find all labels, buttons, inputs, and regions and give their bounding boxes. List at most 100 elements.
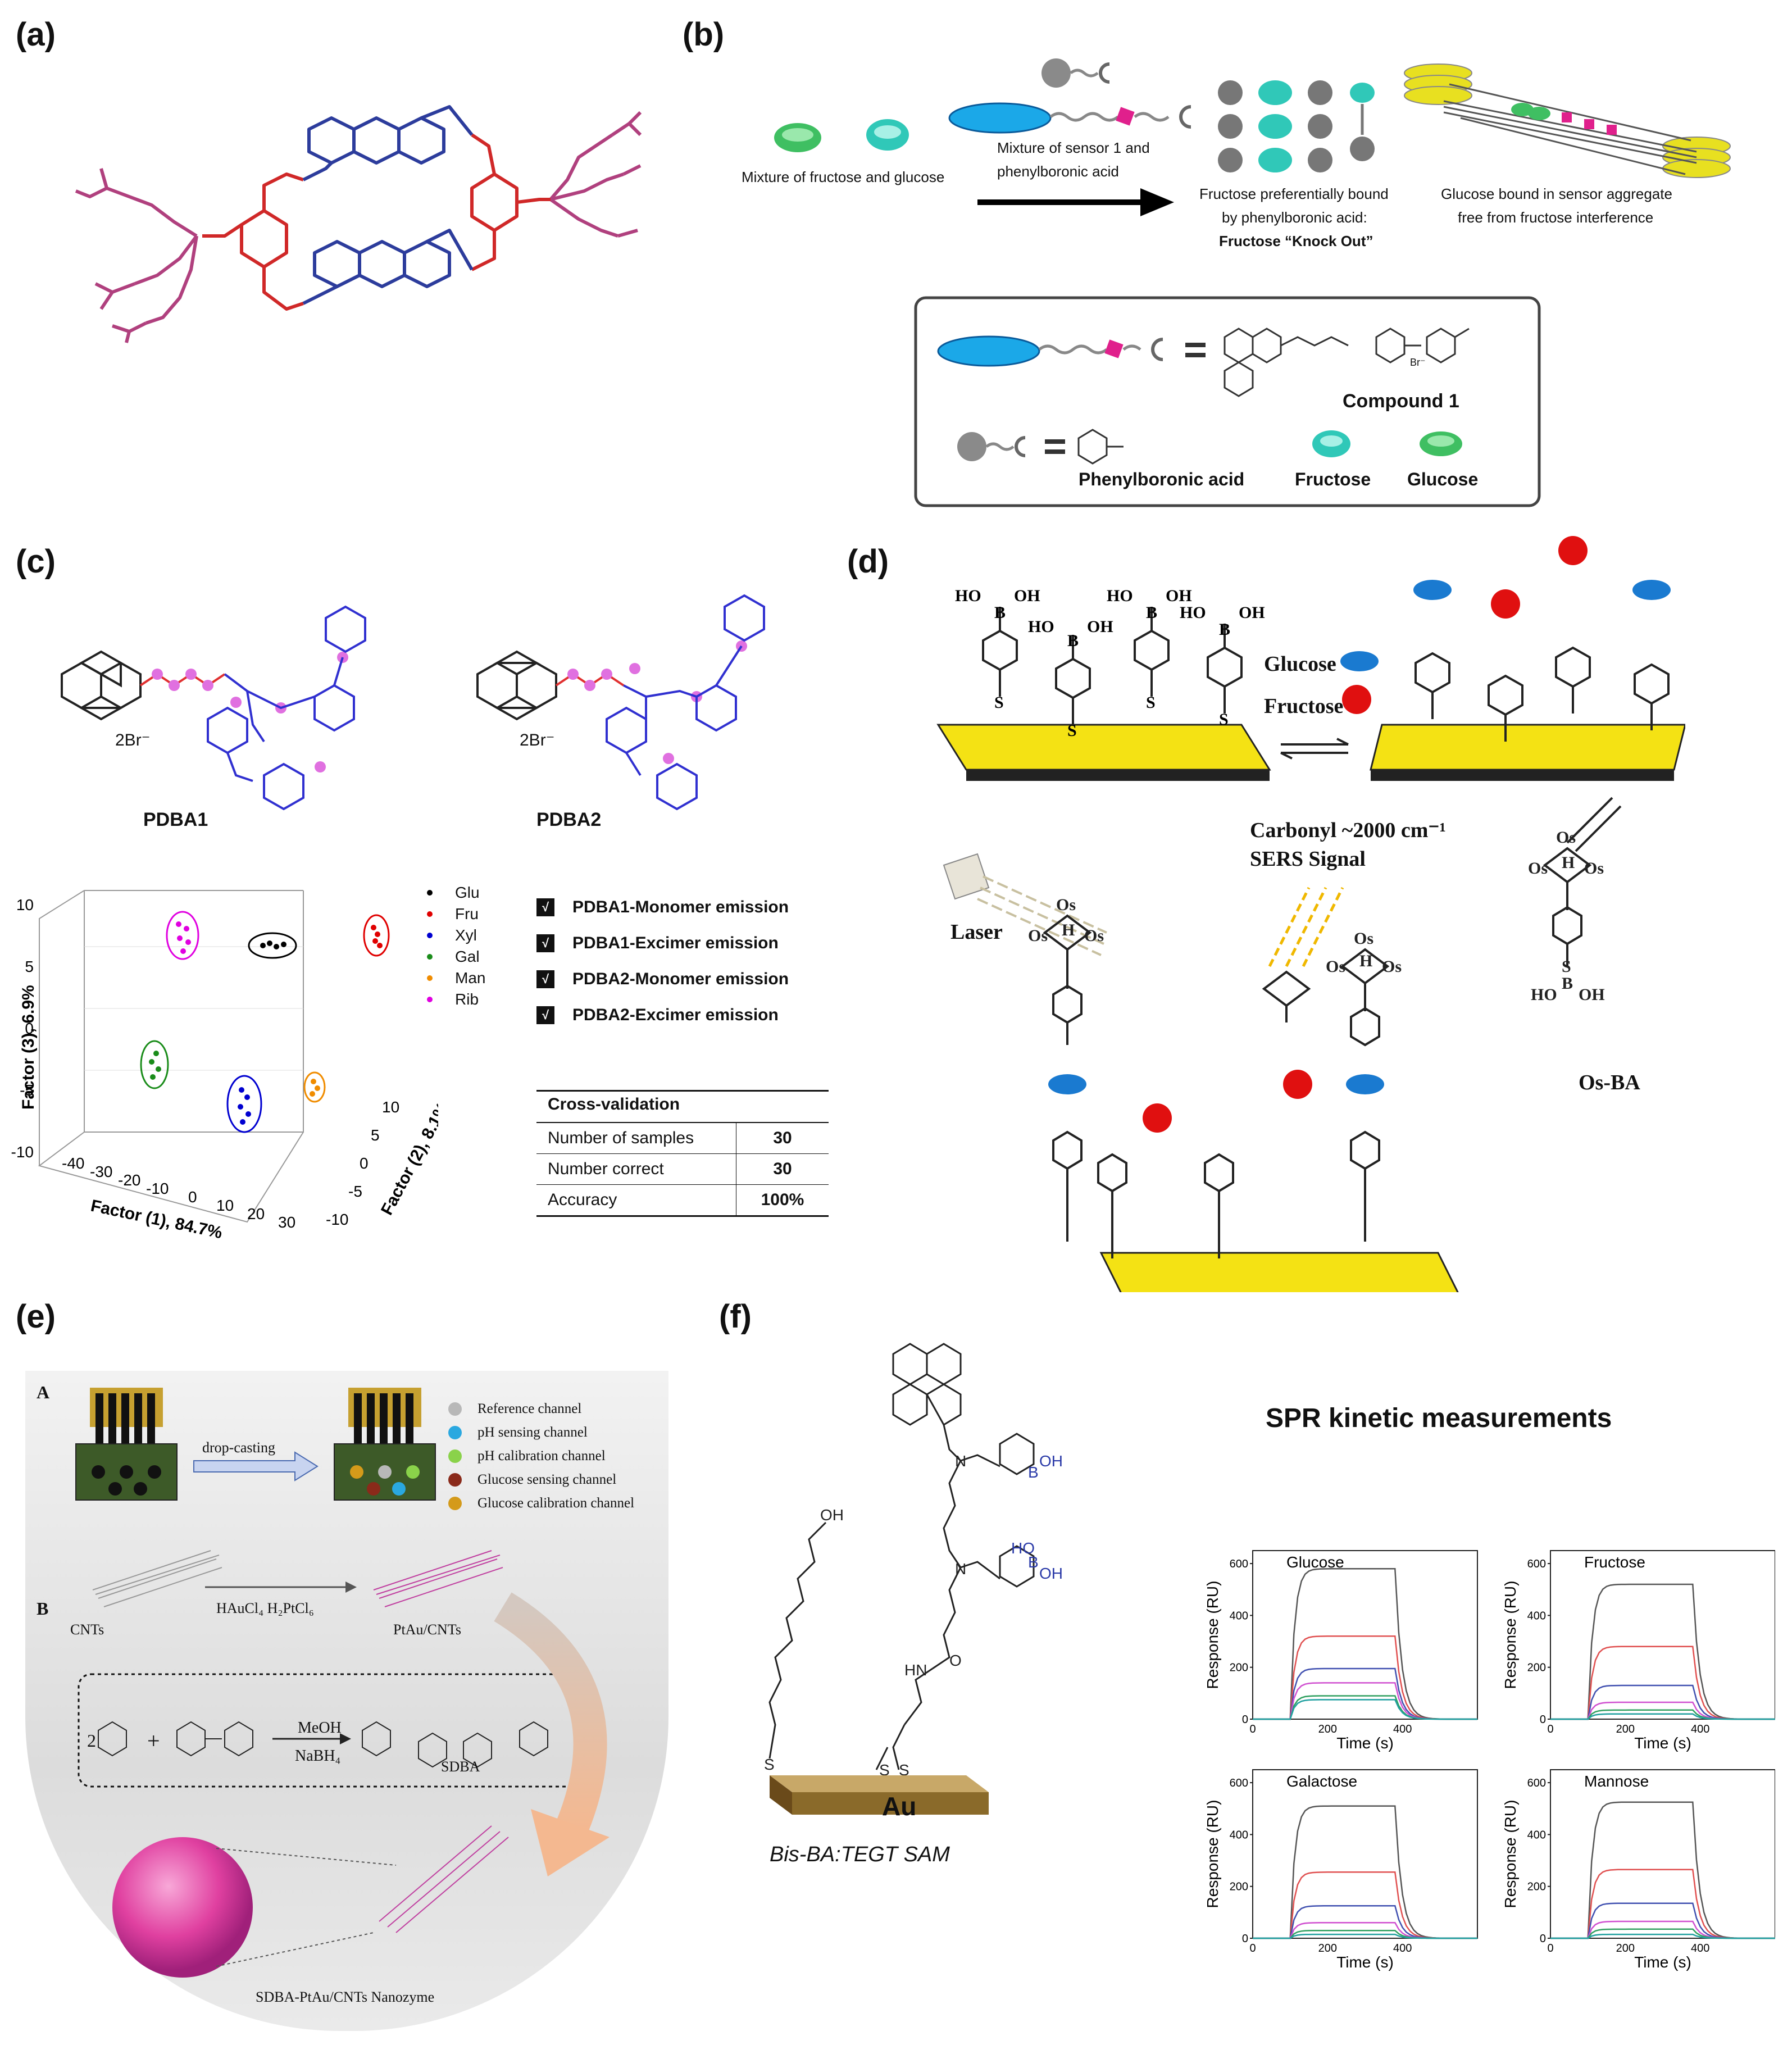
x-tick-2: -20 (118, 1171, 140, 1189)
cluster-fru (363, 914, 390, 957)
y-tick-label: 200 (1527, 1662, 1546, 1674)
check-item: √ PDBA2-Monomer emission (536, 961, 789, 997)
plot-title: Galactose (1286, 1773, 1357, 1790)
b-legend-fructose: Fructose (1295, 469, 1371, 489)
svg-text:OH: OH (1039, 1452, 1063, 1470)
x-axis-label: Time (s) (1634, 1953, 1691, 1971)
svg-text:OH: OH (820, 1506, 844, 1524)
cnt-grey (92, 1550, 222, 1607)
svg-text:OH: OH (1579, 985, 1605, 1004)
legend-fructose-sugar-icon (1342, 685, 1371, 714)
y-tick-4: -10 (326, 1211, 348, 1228)
e-dropcast: drop-casting (202, 1439, 275, 1456)
x-tick-label: 400 (1393, 1723, 1412, 1735)
y-tick-label: 600 (1230, 1558, 1248, 1570)
table-value: 30 (773, 1129, 792, 1147)
e-channel-0: Reference channel (477, 1401, 582, 1416)
y-axis-label: Response (RU) (1502, 1800, 1519, 1908)
svg-text:S: S (1146, 693, 1156, 712)
b-glucose-bound-line1: Glucose bound in sensor aggregate (1441, 185, 1672, 202)
sensor-icon (948, 102, 1191, 134)
x-axis-label: Time (s) (1336, 1734, 1394, 1752)
b-legend-glucose: Glucose (1407, 469, 1479, 489)
check-label: PDBA2-Monomer emission (572, 970, 789, 988)
legend-label: Glu (455, 884, 480, 901)
x-tick-1: -30 (90, 1163, 112, 1180)
cnt-pink (373, 1550, 503, 1607)
svg-text:OH: OH (1014, 587, 1040, 605)
gold-plate-left (936, 724, 1271, 781)
cluster-gal (140, 1040, 169, 1089)
b-glucose-bound-line2: free from fructose interference (1458, 209, 1654, 226)
anthracene-lower (302, 229, 474, 305)
check-icon: √ (536, 970, 554, 988)
x-tick-label: 0 (1249, 1942, 1256, 1955)
sensor-aggregate-icon (1404, 63, 1731, 178)
table-value: 30 (773, 1160, 792, 1178)
equilibrium-arrow-horizontal (1280, 738, 1349, 760)
b-fructose-bound-line1: Fructose preferentially bound (1199, 185, 1389, 202)
z-tick-4: -10 (11, 1143, 34, 1161)
svg-text:Os: Os (1056, 896, 1076, 914)
pca-legend: Glu Fru Xyl Gal Man Rib (427, 882, 485, 1010)
os-ba-stacks (1043, 847, 1592, 1258)
e-channel-3: Glucose sensing channel (477, 1472, 617, 1487)
spr-curve (1253, 1568, 1477, 1720)
core-left (202, 172, 304, 311)
legend-glucose-sugar-icon (1340, 651, 1379, 671)
f-title: SPR kinetic measurements (1266, 1403, 1612, 1433)
e-channel-1: pH sensing channel (477, 1425, 588, 1440)
legend-label: Gal (455, 948, 480, 965)
table-header: Cross-validation (536, 1090, 829, 1123)
y-tick-3: -5 (348, 1183, 362, 1200)
svg-text:H: H (1562, 853, 1575, 872)
svg-text:Os: Os (1084, 926, 1104, 945)
cluster-xyl (226, 1075, 262, 1133)
table-row: Number of samples 30 (536, 1123, 829, 1154)
gold-slab (770, 1775, 989, 1815)
x-tick-7: 30 (278, 1214, 295, 1231)
x-tick-label: 200 (1318, 1942, 1337, 1955)
c-counterion-1: 2Br⁻ (115, 731, 151, 749)
y-tick-label: 600 (1230, 1777, 1248, 1789)
anthracene-upper (302, 105, 474, 181)
f-au: Au (882, 1792, 917, 1821)
svg-text:S: S (879, 1761, 890, 1779)
x-tick-label: 400 (1393, 1942, 1412, 1955)
y-tick-label: 400 (1230, 1829, 1248, 1841)
svg-text:B: B (1028, 1464, 1039, 1481)
ba-molecules-right (1415, 646, 1670, 742)
svg-text:Os: Os (1028, 926, 1048, 945)
x-axis-label: Time (s) (1634, 1734, 1691, 1752)
plot-title: Fructose (1584, 1553, 1645, 1571)
svg-text:Os: Os (1354, 929, 1373, 948)
y-tick-label: 400 (1230, 1610, 1248, 1622)
svg-text:Os: Os (1326, 957, 1345, 976)
svg-text:OH: OH (1039, 1565, 1063, 1582)
spr-curve (1253, 1682, 1477, 1720)
svg-text:HO: HO (1028, 617, 1054, 636)
y-tick-label: 400 (1527, 1610, 1546, 1622)
nanozyme-cnt (379, 1825, 509, 1933)
check-label: PDBA2-Excimer emission (572, 1006, 779, 1024)
svg-text:B: B (1219, 620, 1230, 639)
axis-z-label: Factor (3), 6.9% (19, 985, 38, 1110)
x-ticks: -40 -30 -20 -10 0 10 20 30 (62, 1155, 295, 1231)
check-item: √PDBA1-Monomer emission (536, 889, 789, 925)
x-tick-3: -10 (146, 1180, 169, 1197)
svg-text:Os: Os (1556, 828, 1576, 847)
legend-item: Fru (427, 903, 485, 925)
x-axis-label: Time (s) (1336, 1953, 1394, 1971)
panel-e-scheme (75, 1388, 610, 1978)
table-row: Number correct 30 (536, 1154, 829, 1185)
spr-curve (1550, 1583, 1775, 1720)
table-row: Accuracy 100% (536, 1185, 829, 1217)
svg-text:H: H (1359, 952, 1372, 970)
svg-text:N: N (955, 1452, 966, 1470)
legend-dot (427, 997, 433, 1002)
svg-text:HO: HO (1531, 985, 1557, 1004)
